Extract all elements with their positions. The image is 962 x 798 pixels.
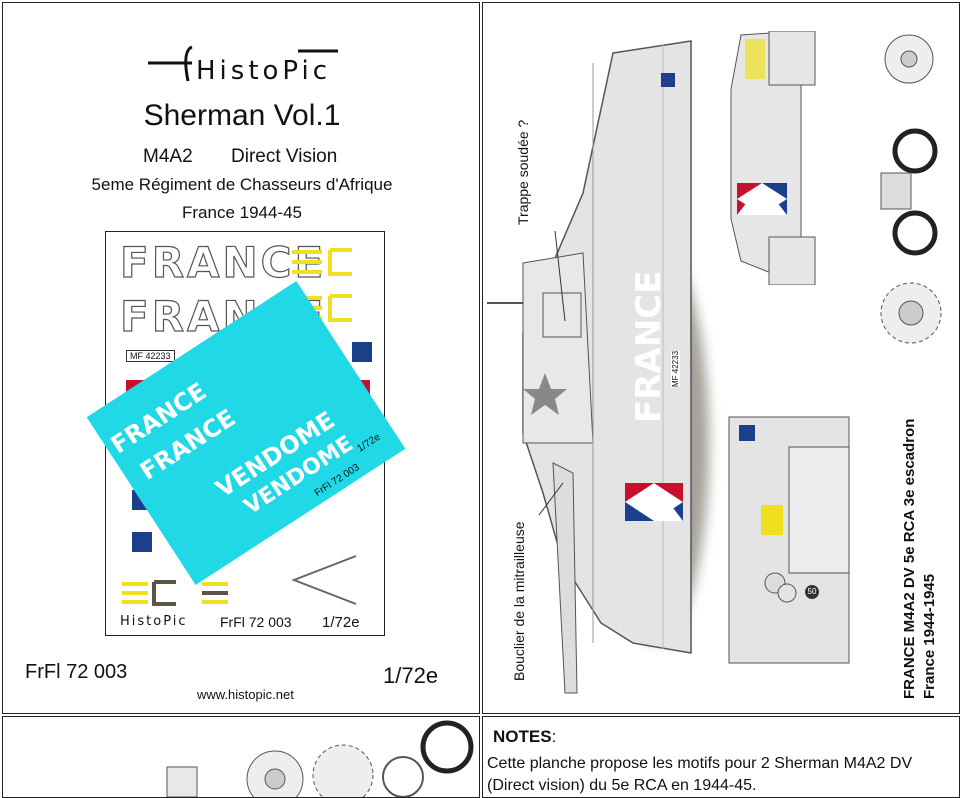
- hull-france-text: FRANCE: [629, 270, 669, 423]
- tank-rear-view: [728, 416, 850, 664]
- chevron-decal: [291, 555, 357, 605]
- notes-title: NOTES: [493, 727, 552, 746]
- regiment-label: 5eme Régiment de Chasseurs d'Afrique: [91, 175, 393, 194]
- variant-label: Direct Vision: [231, 146, 338, 167]
- sheet-title: Sherman Vol.1: [143, 99, 341, 132]
- notes-colon: :: [551, 727, 557, 746]
- profile-panel: FRANCE MF 42233 Trappe soudée ? Bouclier…: [482, 2, 960, 714]
- hull-serial-text: MF 42233: [671, 350, 680, 387]
- footer-ref: FrFl 72 003: [25, 661, 128, 683]
- sheet-footer-logo: HistoPic: [120, 614, 188, 629]
- notes-panel: NOTES: Cette planche propose les motifs …: [482, 716, 960, 798]
- caption-line-2: France 1944-1945: [921, 573, 938, 699]
- blue-tactical-decal-3: [352, 342, 372, 362]
- yellow-bar-decal-4: [202, 582, 228, 604]
- tank-side-profile: [487, 40, 709, 694]
- shield-callout: Bouclier de la mitrailleuse: [511, 521, 527, 681]
- hatch-callout: Trappe soudée ?: [515, 119, 531, 225]
- notes-line-1: Cette planche propose les motifs pour 2 …: [487, 755, 913, 772]
- sheet-footer-scale: 1/72e: [322, 614, 360, 631]
- yellow-bar-decal-3: [122, 580, 176, 606]
- region-label: France 1944-45: [181, 203, 303, 222]
- notes-line-2: (Direct vision) du 5e RCA en 1944-45.: [487, 777, 757, 794]
- website-label: www.histopic.net: [197, 687, 294, 702]
- serial-decal: MF 42233: [126, 350, 175, 362]
- cyan-scale: 1/72e: [355, 431, 383, 455]
- sheet-footer-ref: FrFl 72 003: [220, 614, 292, 630]
- notes-body: Cette planche propose les motifs pour 2 …: [487, 753, 957, 797]
- model-label: M4A2: [143, 146, 193, 167]
- wheel-details: [880, 34, 942, 344]
- logo-text: HistoPic: [196, 56, 331, 85]
- yellow-bar-decal-1: [292, 248, 352, 276]
- caption-line-1: FRANCE M4A2 DV 5e RCA 3e escadron: [901, 418, 918, 699]
- blue-tactical-decal-6: [132, 532, 152, 552]
- footer-scale: 1/72e: [383, 663, 439, 688]
- decal-sheet-panel: HistoPic Sherman Vol.1 M4A2 Direct Visio…: [2, 2, 480, 714]
- wheel-strip-panel: [2, 716, 480, 798]
- bottom-wheel-drawings: [166, 720, 474, 797]
- histopic-logo: HistoPic: [148, 45, 338, 85]
- tank-top-view: [730, 31, 816, 285]
- france-decal-1: FRANCE: [119, 237, 327, 287]
- badge-number: 50: [805, 585, 819, 599]
